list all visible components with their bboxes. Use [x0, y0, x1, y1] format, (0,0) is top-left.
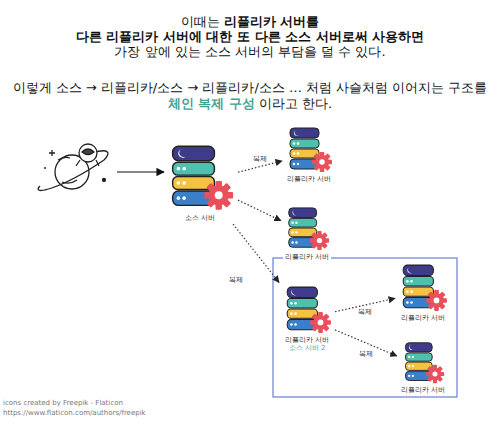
heading-line: 체인 복제 구성 이라고 한다. [0, 96, 500, 111]
server-node: 리플리카 서버 [284, 125, 334, 183]
planet-illustration [38, 144, 108, 190]
server-label: 리플리카 서버 [283, 253, 331, 261]
server-label: 리플리카 서버 [283, 336, 331, 344]
heading-text: 이라고 한다. [259, 96, 332, 111]
database-icon [287, 287, 331, 333]
heading-text: 가장 앞에 있는 소스 서버의 부담을 덜 수 있다. [114, 44, 385, 59]
credit-note: icons created by Freepik - Flaticon [3, 400, 123, 408]
server-label: 리플리카 서버 [399, 386, 447, 394]
database-icon [289, 208, 329, 250]
database-icon [406, 343, 445, 383]
database-icon [284, 125, 334, 175]
edge-label: 복제 [356, 309, 374, 317]
database-icon [397, 262, 449, 314]
replication-arrow [238, 200, 281, 220]
credit-note: https://www.flaticon.com/authors/freepik [3, 410, 146, 418]
heading-text: 이때는 [181, 14, 220, 29]
heading-text: 다른 리플리카 서버에 대한 또 다른 소스 서버로써 사용하면 [76, 29, 424, 44]
edge-label: 복제 [227, 277, 245, 285]
entry-arrow [117, 171, 164, 172]
server-node: 리플리카 서버 [283, 205, 331, 261]
server-node: 리플리카 서버소스 서버 2 [281, 284, 333, 352]
server-node: 리플리카 서버 [399, 340, 447, 394]
replication-arrow [233, 224, 279, 282]
database-icon [281, 284, 333, 336]
server-label: 리플리카 서버 [399, 314, 447, 322]
heading-text: 이렇게 소스 → 리플리카/소스 → 리플리카/소스 … 처럼 사슬처럼 이어지… [13, 80, 488, 95]
server-label: 소스 서버 2 [287, 344, 328, 352]
heading-text: 리플리카 서버를 [224, 14, 320, 29]
server-node: 리플리카 서버 [397, 262, 449, 322]
server-label: 소스 서버 [183, 214, 217, 222]
server-node: 소스 서버 [164, 142, 236, 222]
database-icon [173, 146, 233, 209]
database-icon [400, 340, 446, 386]
database-icon [283, 205, 331, 253]
edge-label: 복제 [251, 156, 269, 164]
edge-label: 복제 [357, 351, 375, 359]
heading-line: 이때는 리플리카 서버를 [0, 14, 500, 29]
heading-line: 다른 리플리카 서버에 대한 또 다른 소스 서버로써 사용하면 [0, 29, 500, 44]
database-icon [290, 128, 332, 172]
heading-text: 체인 복제 구성 [168, 96, 255, 111]
database-icon [403, 265, 447, 311]
heading-line: 가장 앞에 있는 소스 서버의 부담을 덜 수 있다. [0, 44, 500, 59]
group-frame [273, 258, 457, 397]
database-icon [164, 142, 236, 214]
heading-line: 이렇게 소스 → 리플리카/소스 → 리플리카/소스 … 처럼 사슬처럼 이어지… [0, 80, 500, 95]
server-label: 리플리카 서버 [285, 175, 333, 183]
